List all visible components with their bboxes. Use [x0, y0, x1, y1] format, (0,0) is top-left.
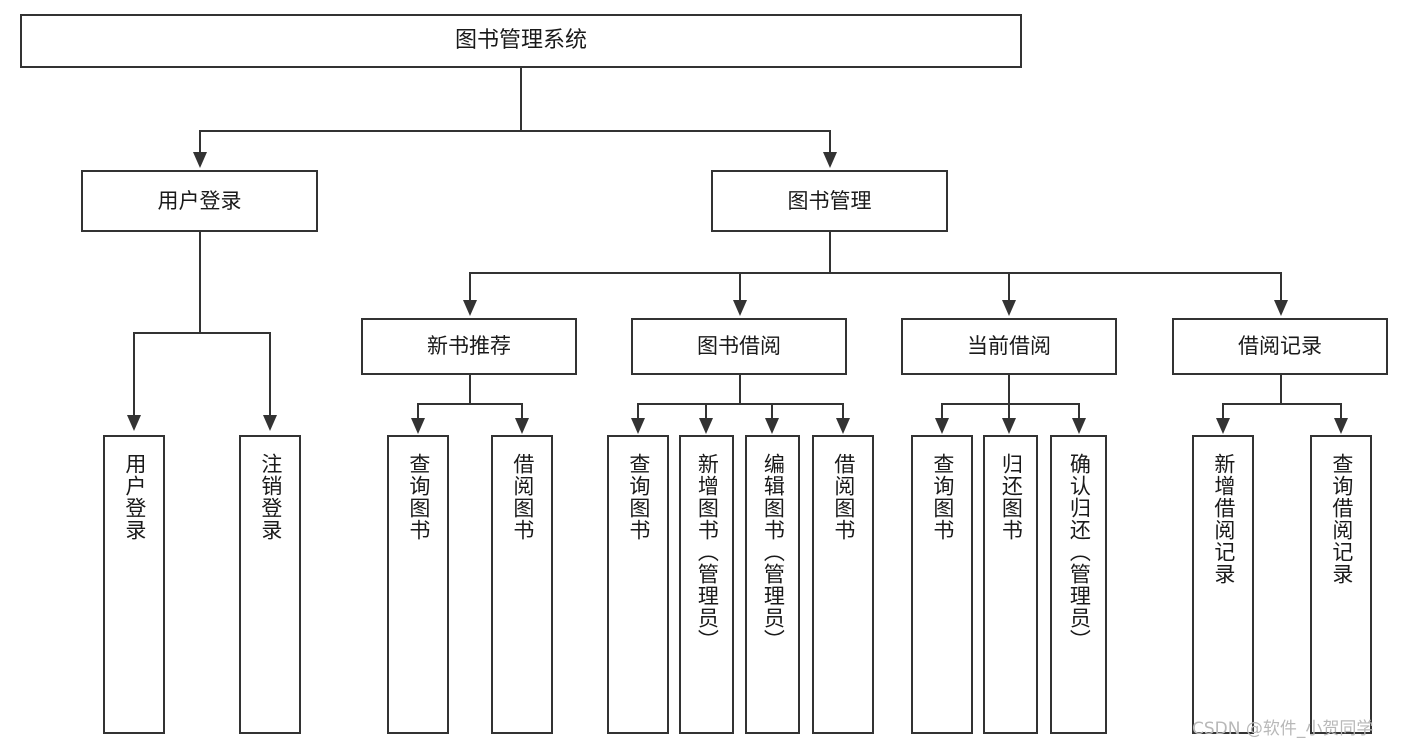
arrowhead-leaf-add-record: [1216, 418, 1230, 434]
edge-bm-to-new-book-recommend: [469, 272, 471, 302]
arrowhead-leaf-edit-book: [765, 418, 779, 434]
node-label: 注销登录: [258, 453, 283, 541]
node-leaf-borrow-book-1[interactable]: 借阅图书: [491, 435, 553, 734]
edge-bb-to-leaf-3: [771, 403, 773, 421]
arrowhead-current-borrow: [1002, 300, 1016, 316]
edge-nbr-bus: [417, 403, 522, 405]
arrowhead-borrow-record: [1274, 300, 1288, 316]
node-leaf-user-login[interactable]: 用户登录: [103, 435, 165, 734]
node-leaf-query-book-1[interactable]: 查询图书: [387, 435, 449, 734]
node-leaf-query-book-2[interactable]: 查询图书: [607, 435, 669, 734]
arrowhead-leaf-borrow-book-1: [515, 418, 529, 434]
node-leaf-query-record[interactable]: 查询借阅记录: [1310, 435, 1372, 734]
edge-bb-to-leaf-4: [842, 403, 844, 421]
edge-cb-bus: [941, 403, 1079, 405]
node-label: 归还图书: [999, 453, 1024, 541]
node-label: 确认归还（管理员）: [1067, 453, 1092, 651]
node-label: 用户登录: [122, 453, 147, 541]
node-leaf-query-book-3[interactable]: 查询图书: [911, 435, 973, 734]
node-label: 新书推荐: [427, 334, 511, 359]
edge-bm-to-borrow-record: [1280, 272, 1282, 302]
arrowhead-new-book-recommend: [463, 300, 477, 316]
node-leaf-return-book[interactable]: 归还图书: [983, 435, 1038, 734]
edge-bb-to-leaf-1: [637, 403, 639, 421]
node-label: 借阅图书: [510, 453, 535, 541]
edge-user-login-bus: [133, 332, 269, 334]
arrowhead-book-borrow: [733, 300, 747, 316]
edge-br-bus: [1222, 403, 1341, 405]
edge-br-to-leaf-2: [1340, 403, 1342, 421]
node-label: 当前借阅: [967, 334, 1051, 359]
node-label: 查询图书: [406, 453, 431, 541]
arrowhead-leaf-query-book-1: [411, 418, 425, 434]
node-leaf-borrow-book-2[interactable]: 借阅图书: [812, 435, 874, 734]
edge-cb-to-leaf-2: [1008, 403, 1010, 421]
edge-bb-stem: [739, 375, 741, 404]
node-new-book-recommend[interactable]: 新书推荐: [361, 318, 577, 375]
node-label: 新增借阅记录: [1211, 453, 1236, 585]
arrowhead-leaf-logout: [263, 415, 277, 431]
edge-bm-to-current-borrow: [1008, 272, 1010, 302]
node-label: 图书管理系统: [454, 28, 587, 54]
edge-br-to-leaf-1: [1222, 403, 1224, 421]
node-label: 查询图书: [626, 453, 651, 541]
arrowhead-leaf-return-book: [1002, 418, 1016, 434]
edge-root-bus: [199, 130, 831, 132]
arrowhead-leaf-query-book-3: [935, 418, 949, 434]
edge-user-login-to-leaf-2: [269, 332, 271, 417]
node-label: 图书管理: [787, 188, 872, 213]
node-leaf-add-book[interactable]: 新增图书（管理员）: [679, 435, 734, 734]
edge-bb-to-leaf-2: [705, 403, 707, 421]
edge-root-to-book-management: [829, 130, 831, 154]
node-user-login[interactable]: 用户登录: [81, 170, 318, 232]
edge-root-to-user-login: [199, 130, 201, 154]
edge-cb-to-leaf-1: [941, 403, 943, 421]
node-leaf-add-record[interactable]: 新增借阅记录: [1192, 435, 1254, 734]
node-label: 查询图书: [930, 453, 955, 541]
node-label: 借阅图书: [831, 453, 856, 541]
edge-bm-to-book-borrow: [739, 272, 741, 302]
arrowhead-leaf-add-book: [699, 418, 713, 434]
node-label: 编辑图书（管理员）: [761, 453, 786, 651]
edge-user-login-stem: [199, 232, 201, 333]
edge-bb-bus: [637, 403, 843, 405]
node-leaf-logout[interactable]: 注销登录: [239, 435, 301, 734]
node-label: 查询借阅记录: [1329, 453, 1354, 585]
edge-cb-to-leaf-3: [1078, 403, 1080, 421]
edge-book-management-stem: [829, 232, 831, 273]
edge-user-login-to-leaf-1: [133, 332, 135, 417]
arrowhead-user-login: [193, 152, 207, 168]
node-book-borrow[interactable]: 图书借阅: [631, 318, 847, 375]
arrowhead-book-management: [823, 152, 837, 168]
edge-book-management-bus: [469, 272, 1281, 274]
node-leaf-confirm-return[interactable]: 确认归还（管理员）: [1050, 435, 1107, 734]
node-label: 借阅记录: [1238, 334, 1322, 359]
node-leaf-edit-book[interactable]: 编辑图书（管理员）: [745, 435, 800, 734]
node-label: 用户登录: [157, 188, 242, 213]
edge-root-stem: [520, 68, 522, 131]
node-label: 新增图书（管理员）: [695, 453, 720, 651]
arrowhead-leaf-borrow-book-2: [836, 418, 850, 434]
edge-cb-stem: [1008, 375, 1010, 404]
arrowhead-leaf-confirm-return: [1072, 418, 1086, 434]
node-root-book-management-system[interactable]: 图书管理系统: [20, 14, 1022, 68]
node-label: 图书借阅: [697, 334, 781, 359]
node-current-borrow[interactable]: 当前借阅: [901, 318, 1117, 375]
node-book-management[interactable]: 图书管理: [711, 170, 948, 232]
edge-nbr-stem: [469, 375, 471, 404]
arrowhead-leaf-user-login: [127, 415, 141, 431]
arrowhead-leaf-query-record: [1334, 418, 1348, 434]
arrowhead-leaf-query-book-2: [631, 418, 645, 434]
edge-nbr-to-leaf-1: [417, 403, 419, 421]
edge-nbr-to-leaf-2: [521, 403, 523, 421]
edge-br-stem: [1280, 375, 1282, 404]
node-borrow-record[interactable]: 借阅记录: [1172, 318, 1388, 375]
